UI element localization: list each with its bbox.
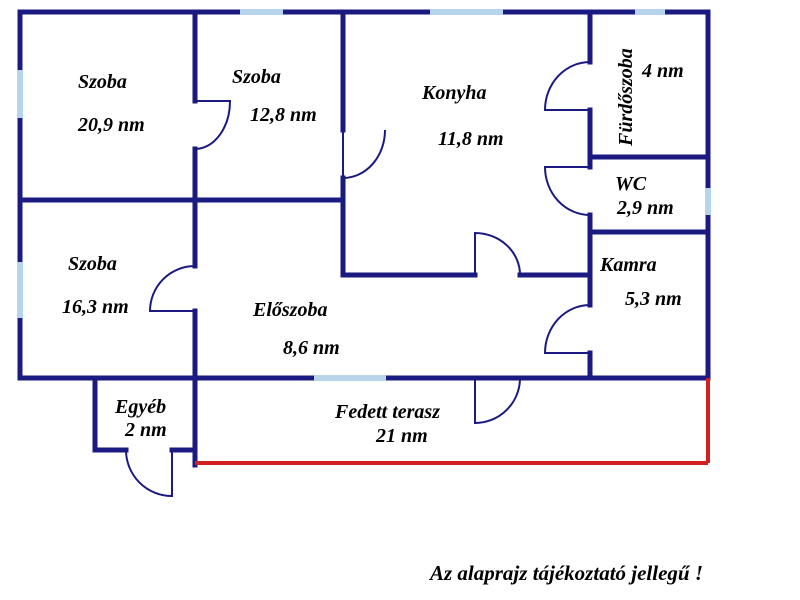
room-name: Fedett terasz xyxy=(334,401,440,423)
door-furdoszoba xyxy=(543,61,591,111)
door-szoba-3 xyxy=(148,265,196,312)
room-name: Konyha xyxy=(421,82,486,104)
room-labels: Szoba 20,9 nm Szoba 12,8 nm Konyha 11,8 … xyxy=(62,48,684,447)
door-wc xyxy=(543,166,591,216)
room-area: 2 nm xyxy=(124,419,167,441)
door-terrace xyxy=(474,377,521,425)
door-szoba-2 xyxy=(342,129,386,180)
room-name: Fürdőszoba xyxy=(615,48,637,147)
room-area: 20,9 nm xyxy=(77,114,145,136)
room-area: 2,9 nm xyxy=(616,197,674,219)
windows xyxy=(17,9,711,381)
room-area: 4 nm xyxy=(641,60,684,82)
room-area: 21 nm xyxy=(375,425,428,447)
door-egyeb xyxy=(125,449,173,498)
room-area: 12,8 nm xyxy=(250,104,317,126)
room-area: 8,6 nm xyxy=(283,337,340,359)
room-area: 5,3 nm xyxy=(625,288,682,310)
room-name: Kamra xyxy=(599,254,657,276)
room-name: Egyéb xyxy=(114,396,166,418)
room-name: Előszoba xyxy=(252,299,327,321)
terrace-outline xyxy=(195,378,710,465)
door-kamra xyxy=(543,304,591,354)
disclaimer-note: Az alaprajz tájékoztató jellegű ! xyxy=(430,561,704,585)
doors xyxy=(125,61,591,498)
door-konyha xyxy=(474,231,521,276)
room-name: Szoba xyxy=(68,253,117,275)
room-area: 11,8 nm xyxy=(438,128,504,150)
room-name: Szoba xyxy=(232,66,281,88)
room-name: Szoba xyxy=(78,71,127,93)
door-szoba-1 xyxy=(194,100,232,150)
room-area: 16,3 nm xyxy=(62,296,129,318)
room-name: WC xyxy=(615,173,647,195)
